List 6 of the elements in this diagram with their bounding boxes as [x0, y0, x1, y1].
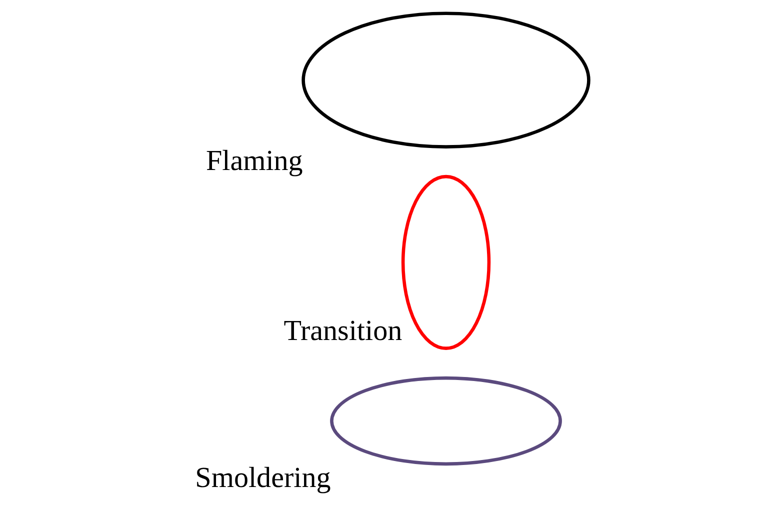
node-label: Flaming [205, 145, 302, 178]
node-ellipse [330, 376, 562, 466]
node-ellipse [301, 12, 590, 148]
node-ellipse [400, 174, 490, 350]
node-label: Smoldering [194, 462, 330, 494]
node-label: Transition [283, 314, 402, 347]
